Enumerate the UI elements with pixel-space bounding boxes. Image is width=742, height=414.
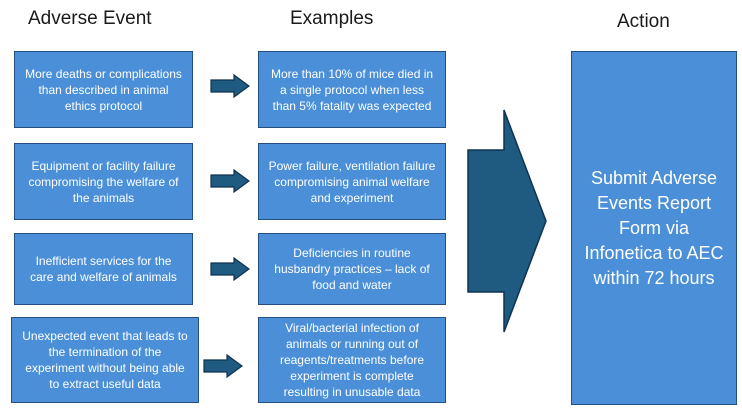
right-arrow-icon [210,257,250,281]
right-arrow-icon [210,169,250,193]
action-heading: Action [617,11,670,32]
chevron-arrow-icon [467,109,547,333]
adverse-event-heading: Adverse Event [28,8,152,29]
adverse-event-box-3: Inefficient services for the care and we… [14,233,193,305]
adverse-event-box-1: More deaths or complications than descri… [14,51,193,128]
examples-heading: Examples [290,8,374,29]
adverse-event-box-4: Unexpected event that leads to the termi… [11,317,199,403]
action-box: Submit Adverse Events Report Form via In… [571,51,737,405]
right-arrow-icon [203,354,243,378]
example-box-1: More than 10% of mice died in a single p… [258,51,446,128]
example-box-4: Viral/bacterial infection of animals or … [258,317,446,403]
adverse-event-box-2: Equipment or facility failure compromisi… [14,143,193,220]
right-arrow-icon [210,74,250,98]
example-box-3: Deficiencies in routine husbandry practi… [258,233,446,305]
example-box-2: Power failure, ventilation failure compr… [258,143,446,220]
